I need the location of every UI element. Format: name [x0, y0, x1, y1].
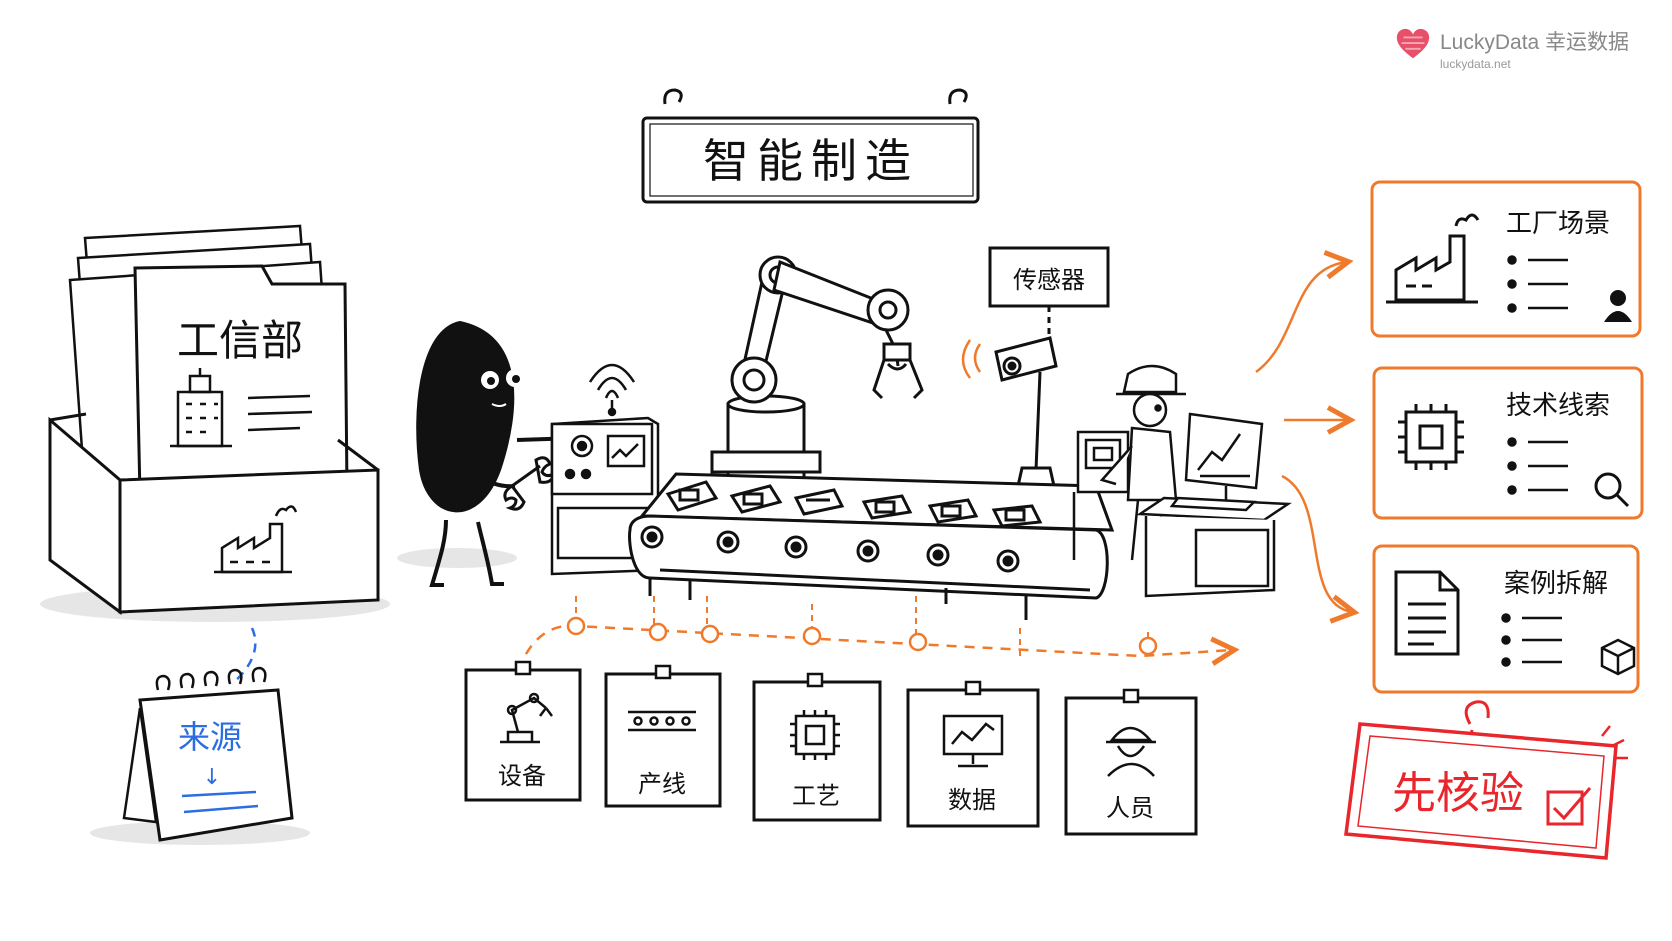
- source-link-line: [231, 627, 257, 685]
- card-personnel: 人员: [1064, 688, 1198, 836]
- sensor: 传感器: [961, 246, 1110, 488]
- chip-icon: [1398, 404, 1464, 470]
- worker-at-desk: [1072, 364, 1292, 598]
- card-data: 数据: [906, 680, 1040, 828]
- title-sign: 智能制造: [641, 88, 980, 204]
- building-icon: [170, 368, 232, 448]
- checkbox-icon: [1546, 787, 1592, 826]
- chip-items: [665, 480, 1043, 528]
- worker-icon: [1106, 726, 1156, 777]
- panel-factory-scene-label: 工厂场景: [1506, 209, 1610, 239]
- card-data-label: 数据: [948, 786, 996, 814]
- cube-icon: [1600, 638, 1636, 676]
- sensor-label: 传感器: [1013, 266, 1085, 294]
- brand-watermark: LuckyData 幸运数据 luckydata.net: [1394, 26, 1629, 71]
- card-process-label: 工艺: [792, 782, 840, 810]
- heart-logo-icon: [1396, 28, 1430, 59]
- factory-icon: [214, 505, 298, 574]
- flow-arrows: [1255, 262, 1352, 612]
- magnifier-icon: [1594, 472, 1630, 508]
- document-icon: [1394, 570, 1460, 656]
- chip-icon: [790, 710, 840, 760]
- calendar-arrow: ↓: [203, 765, 221, 790]
- card-equipment: 设备: [464, 660, 582, 802]
- process-timeline: [524, 596, 1232, 660]
- card-production-line-label: 产线: [638, 770, 686, 798]
- page-title: 智能制造: [703, 134, 919, 188]
- panel-case-breakdown: 案例拆解: [1372, 544, 1640, 694]
- card-production-line: 产线: [604, 664, 722, 808]
- panel-tech-clues-label: 技术线索: [1506, 391, 1610, 421]
- panel-case-breakdown-label: 案例拆解: [1504, 569, 1608, 599]
- person-icon: [1604, 290, 1632, 322]
- card-personnel-label: 人员: [1106, 794, 1154, 822]
- panel-tech-clues: 技术线索: [1372, 366, 1644, 520]
- panel-factory-scene: 工厂场景: [1370, 180, 1642, 338]
- brand-url: luckydata.net: [1440, 57, 1511, 71]
- robot-arm: [710, 255, 924, 482]
- brand-name: LuckyData 幸运数据: [1440, 31, 1630, 54]
- conveyor-icon: [628, 710, 696, 732]
- camera-icon: [961, 336, 1058, 488]
- verify-stamp: 先核验: [1344, 700, 1628, 860]
- conveyor-belt: [628, 472, 1115, 620]
- source-calendar: 来源 ↓: [90, 666, 310, 845]
- document-box: 工信部: [40, 224, 390, 622]
- monitor-chart-icon: [942, 714, 1004, 768]
- folder-label: 工信部: [177, 316, 303, 365]
- calendar-label: 来源: [178, 718, 242, 756]
- bean-character: [397, 320, 579, 587]
- card-equipment-label: 设备: [498, 762, 546, 790]
- factory-icon: [1386, 213, 1480, 304]
- wrench-icon: [503, 456, 557, 511]
- robot-arm-icon: [500, 692, 553, 744]
- stamp-label: 先核验: [1392, 768, 1524, 819]
- card-process: 工艺: [752, 672, 882, 822]
